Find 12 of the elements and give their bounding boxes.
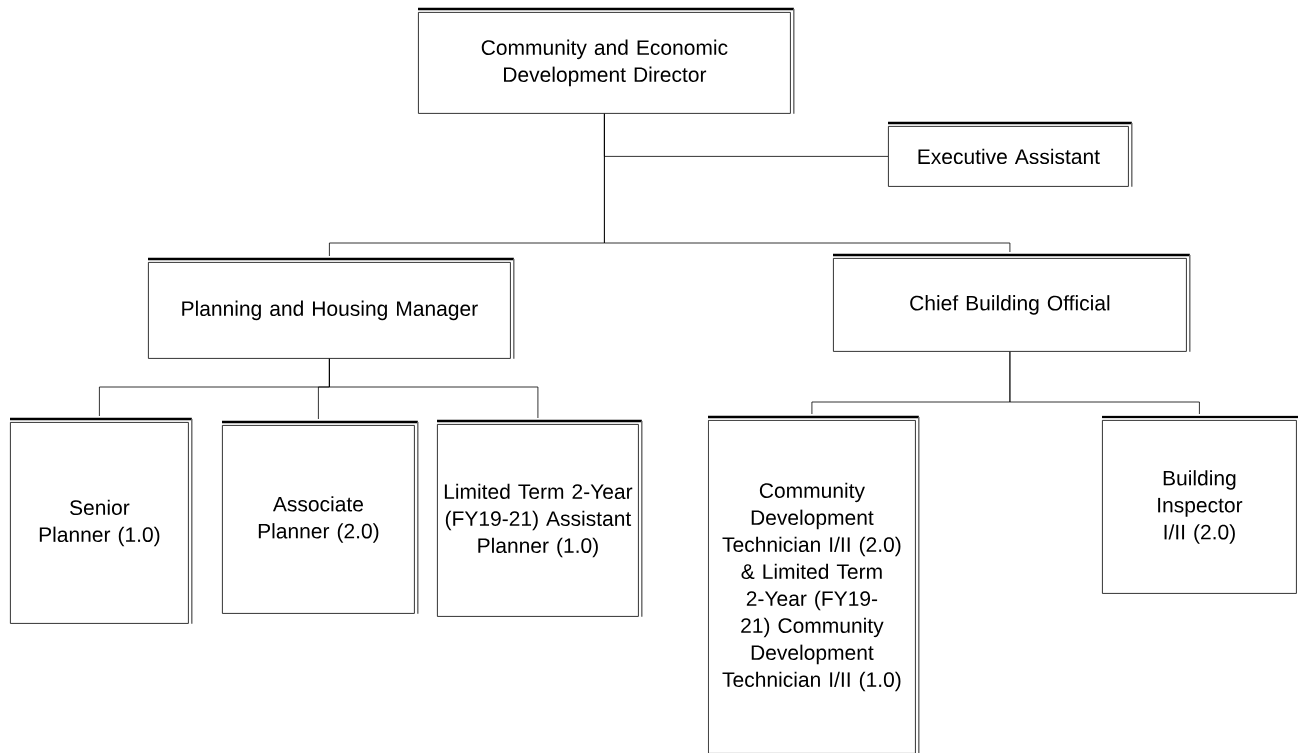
connector-line [1009,351,1200,415]
position-box: Executive Assistant [888,121,1133,188]
position-box: Community and Economic Development Director [418,7,795,115]
position-box: Building Inspector I/II (2.0) [1102,415,1298,594]
position-box: Senior Planner (1.0) [10,417,193,625]
connector-line [329,358,539,419]
connector-line [604,113,1011,253]
position-box: Associate Planner (2.0) [222,420,419,615]
position-box: Planning and Housing Manager [148,257,515,360]
position-box: Chief Building Official [833,253,1191,353]
position-box: Community Development Technician I/II (2.0) & Limited Term 2-Year (FY19-21) Community Development Technician I/II (1.0) [708,415,920,753]
position-box: Limited Term 2-Year (FY19-21) Assistant Planner (1.0) [437,419,643,618]
